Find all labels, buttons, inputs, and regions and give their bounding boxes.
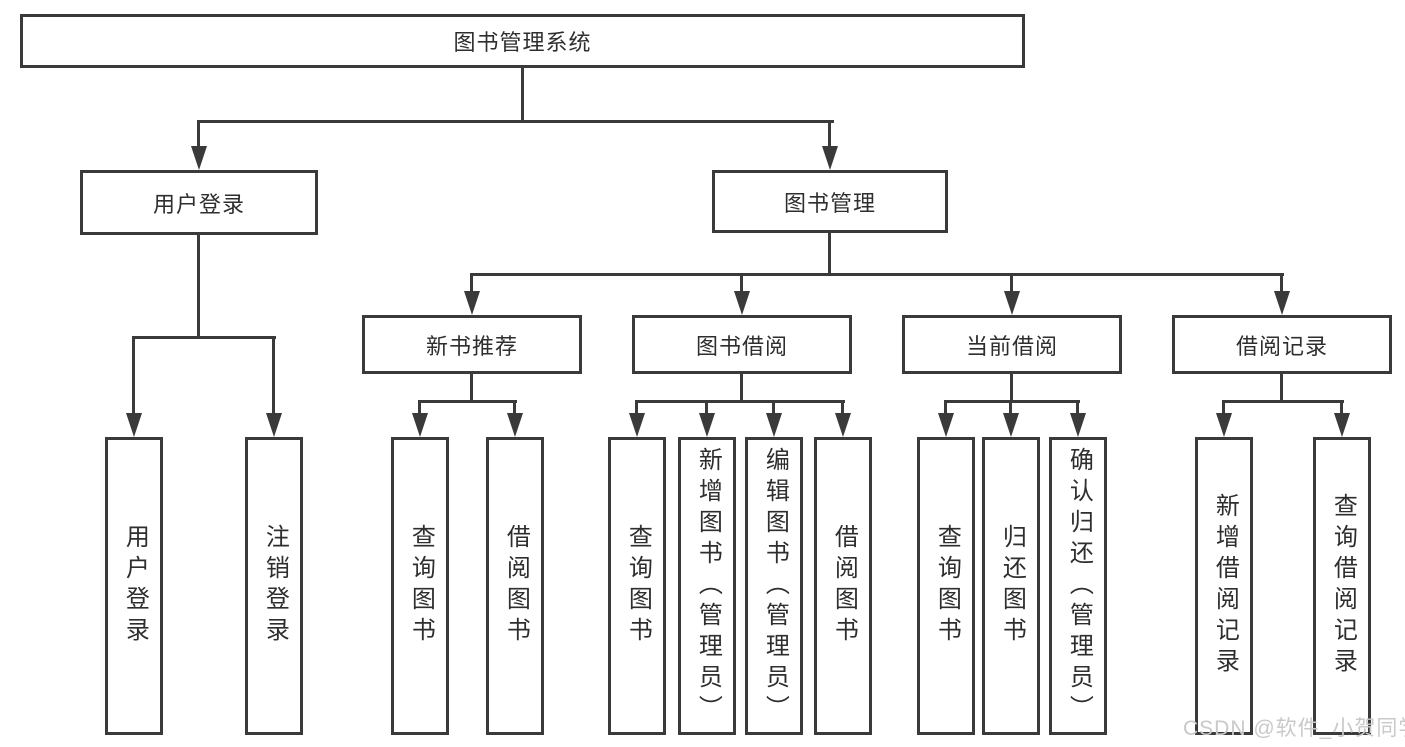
- connector-newbook-stem-1: [418, 400, 421, 415]
- connector-userlogin-stem-1: [132, 336, 135, 415]
- node-new-book-recommendation: 新书推荐: [362, 315, 582, 374]
- arrow-down-icon: [1274, 291, 1290, 315]
- connector-newbook-stem-2: [513, 400, 516, 415]
- arrow-down-icon: [699, 413, 715, 437]
- leaf-add-books-admin: 新增图书（管理员）: [678, 437, 736, 735]
- connector-records-stem-2: [1340, 400, 1343, 415]
- connector-current-stem-1: [944, 400, 947, 415]
- arrow-down-icon: [1003, 413, 1019, 437]
- connector-borrowing-stem-3: [772, 400, 775, 415]
- leaf-label-add-books-admin: 新增图书（管理员）: [694, 446, 722, 726]
- leaf-add-borrow-record: 新增借阅记录: [1195, 437, 1253, 735]
- node-label-user-login: 用户登录: [152, 191, 245, 217]
- connector-borrowing-down: [740, 374, 743, 400]
- connector-root-stem-left: [197, 120, 200, 148]
- arrow-down-icon: [1070, 413, 1086, 437]
- node-label-borrowing-records: 借阅记录: [1235, 333, 1328, 359]
- connector-root-bar: [197, 120, 834, 123]
- connector-current-stem-3: [1076, 400, 1079, 415]
- connector-userlogin-down: [197, 235, 200, 336]
- leaf-label-borrow-books-recommend: 借阅图书: [502, 524, 530, 648]
- connector-records-bar: [1222, 400, 1344, 403]
- connector-newbook-bar: [418, 400, 517, 403]
- leaf-query-books-current: 查询图书: [917, 437, 975, 735]
- arrow-down-icon: [191, 146, 207, 170]
- leaf-query-books-recommend: 查询图书: [391, 437, 449, 735]
- arrow-down-icon: [835, 413, 851, 437]
- connector-current-stem-2: [1009, 400, 1012, 415]
- connector-root-stem-right: [828, 120, 831, 148]
- connector-bookmgmt-stem-2: [740, 273, 743, 293]
- arrow-down-icon: [1004, 291, 1020, 315]
- leaf-user-login: 用户登录: [105, 437, 163, 735]
- connector-borrowing-stem-1: [635, 400, 638, 415]
- leaf-label-logout-login: 注销登录: [261, 524, 289, 648]
- node-borrowing-records: 借阅记录: [1172, 315, 1392, 374]
- leaf-label-edit-books-admin: 编辑图书（管理员）: [761, 446, 789, 726]
- node-library-management-system: 图书管理系统: [20, 14, 1025, 68]
- leaf-confirm-return-admin: 确认归还（管理员）: [1049, 437, 1107, 735]
- node-label-current-borrowing: 当前借阅: [965, 333, 1058, 359]
- leaf-borrow-books-recommend: 借阅图书: [486, 437, 544, 735]
- connector-bookmgmt-stem-4: [1280, 273, 1283, 293]
- node-label-book-management: 图书管理: [783, 190, 876, 216]
- connector-records-stem-1: [1222, 400, 1225, 415]
- node-user-login: 用户登录: [80, 170, 318, 235]
- node-current-borrowing: 当前借阅: [902, 315, 1122, 374]
- connector-current-bar: [944, 400, 1080, 403]
- leaf-label-query-books-current: 查询图书: [933, 524, 961, 648]
- arrow-down-icon: [464, 291, 480, 315]
- arrow-down-icon: [507, 413, 523, 437]
- leaf-label-add-borrow-record: 新增借阅记录: [1211, 493, 1239, 679]
- connector-bookmgmt-stem-3: [1010, 273, 1013, 293]
- arrow-down-icon: [822, 146, 838, 170]
- csdn-watermark: CSDN @软件_小贺同学: [1183, 717, 1405, 740]
- connector-borrowing-stem-2: [705, 400, 708, 415]
- arrow-down-icon: [766, 413, 782, 437]
- node-label-root: 图书管理系统: [453, 30, 592, 55]
- leaf-edit-books-admin: 编辑图书（管理员）: [745, 437, 803, 735]
- connector-records-down: [1280, 374, 1283, 400]
- arrow-down-icon: [1216, 413, 1232, 437]
- connector-newbook-down: [470, 374, 473, 400]
- leaf-return-books: 归还图书: [982, 437, 1040, 735]
- connector-bookmgmt-bar: [470, 273, 1284, 276]
- leaf-label-borrow-books-borrowing: 借阅图书: [830, 524, 858, 648]
- leaf-label-return-books: 归还图书: [998, 524, 1026, 648]
- connector-borrowing-bar: [635, 400, 845, 403]
- arrow-down-icon: [629, 413, 645, 437]
- connector-bookmgmt-down: [828, 233, 831, 273]
- arrow-down-icon: [1334, 413, 1350, 437]
- node-label-new-book-recommendation: 新书推荐: [425, 333, 518, 359]
- leaf-logout-login: 注销登录: [245, 437, 303, 735]
- leaf-query-books-borrowing: 查询图书: [608, 437, 666, 735]
- arrow-down-icon: [266, 413, 282, 437]
- connector-borrowing-stem-4: [841, 400, 844, 415]
- leaf-query-borrow-record: 查询借阅记录: [1313, 437, 1371, 735]
- connector-userlogin-bar: [132, 336, 276, 339]
- arrow-down-icon: [938, 413, 954, 437]
- arrow-down-icon: [126, 413, 142, 437]
- leaf-label-confirm-return-admin: 确认归还（管理员）: [1065, 446, 1093, 726]
- arrow-down-icon: [412, 413, 428, 437]
- leaf-borrow-books-borrowing: 借阅图书: [814, 437, 872, 735]
- node-book-management: 图书管理: [712, 170, 948, 233]
- arrow-down-icon: [734, 291, 750, 315]
- leaf-label-query-books-recommend: 查询图书: [407, 524, 435, 648]
- connector-current-down: [1010, 374, 1013, 400]
- connector-root-down: [521, 68, 524, 120]
- node-book-borrowing: 图书借阅: [632, 315, 852, 374]
- leaf-label-query-borrow-record: 查询借阅记录: [1329, 493, 1357, 679]
- leaf-label-user-login: 用户登录: [121, 524, 149, 648]
- leaf-label-query-books-borrowing: 查询图书: [624, 524, 652, 648]
- node-label-book-borrowing: 图书借阅: [695, 333, 788, 359]
- connector-bookmgmt-stem-1: [470, 273, 473, 293]
- connector-userlogin-stem-2: [272, 336, 275, 415]
